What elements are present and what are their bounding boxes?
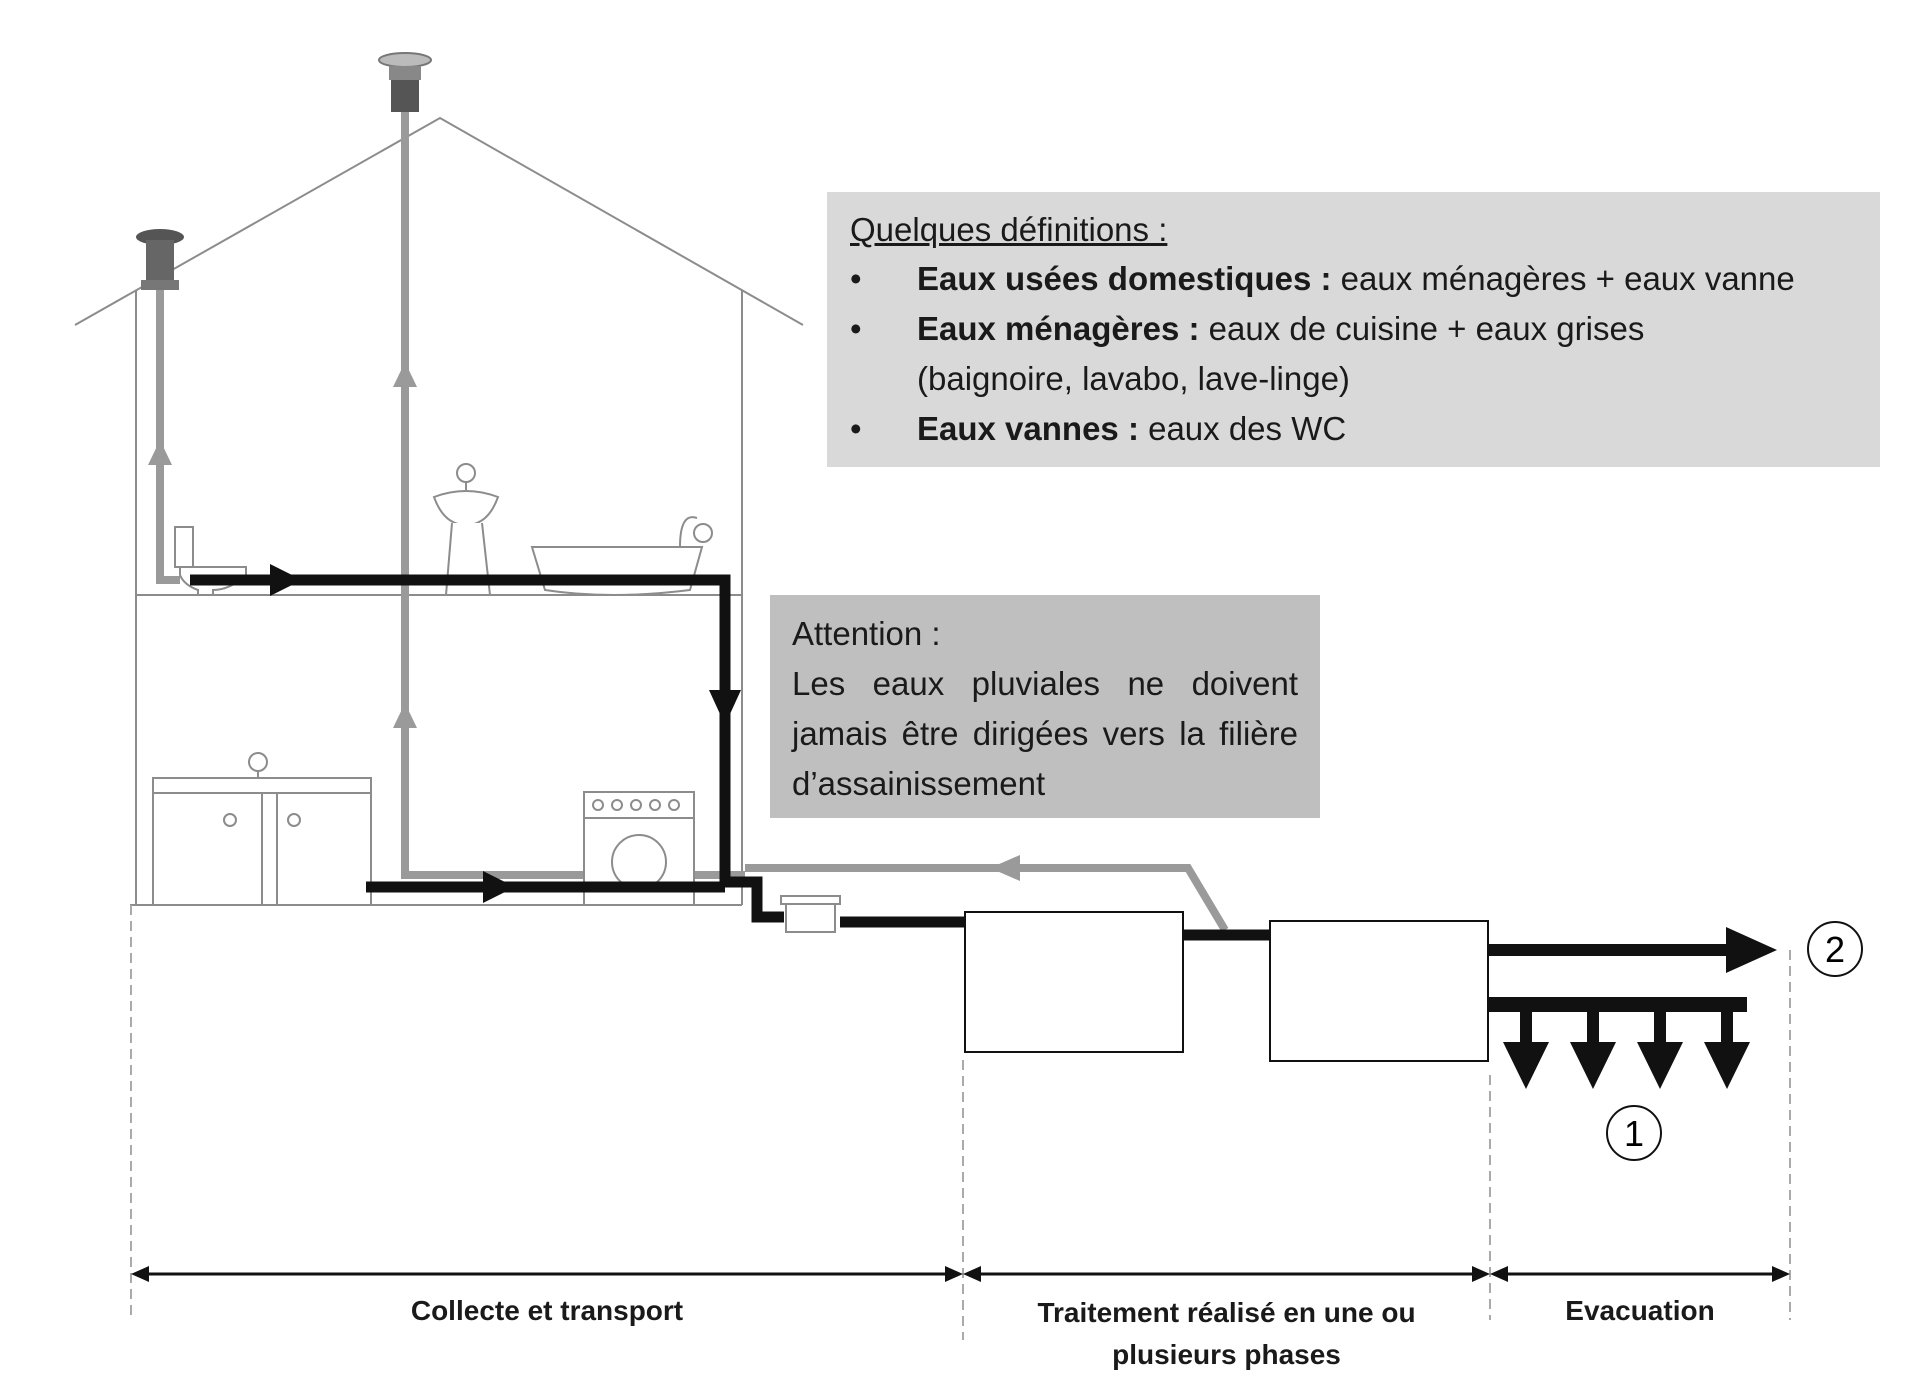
arrow-down-icon — [1637, 1042, 1683, 1089]
bullet: • — [850, 310, 862, 347]
phase-label-evacuation: Evacuation — [1565, 1295, 1715, 1326]
phase-label-collect: Collecte et transport — [410, 1295, 684, 1326]
vent-arrows — [148, 362, 417, 728]
roof — [74, 116, 804, 326]
arrow-down-icon — [1570, 1042, 1616, 1089]
arrow-right-icon — [483, 871, 515, 903]
definition-text-cont: (baignoire, lavabo, lave-linge) — [917, 360, 1350, 397]
sink-icon — [432, 463, 500, 596]
arrow-up-icon — [393, 703, 417, 728]
attention-title: Attention : — [792, 615, 941, 652]
evacuation-outlet — [1488, 927, 1777, 973]
definition-item: • Eaux usées domestiques : eaux ménagère… — [850, 254, 1860, 304]
arrow-left-icon — [990, 855, 1020, 881]
definition-term: Eaux ménagères : — [917, 310, 1200, 347]
phase-dividers — [130, 905, 1791, 1340]
vent-cap-center-icon — [378, 52, 432, 112]
definitions-box: Quelques définitions : • Eaux usées dome… — [827, 192, 1880, 467]
arrow-down-icon — [1704, 1042, 1750, 1089]
definition-item: • Eaux vannes : eaux des WC — [850, 404, 1860, 454]
definition-term: Eaux usées domestiques : — [917, 260, 1332, 297]
kitchen-cabinet-icon — [152, 752, 372, 906]
arrow-down-icon — [709, 690, 741, 725]
definition-text: eaux de cuisine + eaux grises — [1199, 310, 1645, 347]
arrow-right-icon — [270, 564, 302, 596]
arrow-up-icon — [148, 440, 172, 465]
grey-return-pipe — [745, 864, 1229, 933]
phase-label-treatment: Traitement réalisé en une ou plusieurs p… — [963, 1292, 1490, 1376]
phase-label-treatment-l2: plusieurs phases — [1112, 1339, 1341, 1370]
arrow-down-icon — [1503, 1042, 1549, 1089]
definition-item: • Eaux ménagères : eaux de cuisine + eau… — [850, 304, 1860, 404]
manhole-icon — [780, 895, 841, 933]
phase-label-treatment-l1: Traitement réalisé en une ou — [1037, 1297, 1416, 1328]
arrow-up-icon — [393, 362, 417, 387]
bullet: • — [850, 260, 862, 297]
definition-text: eaux des WC — [1138, 410, 1347, 447]
vent-cap-left-icon — [136, 229, 184, 290]
svg-text:2: 2 — [1825, 929, 1845, 970]
arrow-right-icon — [1726, 927, 1777, 973]
definition-text: eaux ménagères + eaux vanne — [1331, 260, 1795, 297]
bullet: • — [850, 410, 862, 447]
attention-text: Les eaux pluviales ne doivent jamais êtr… — [792, 665, 1298, 802]
svg-text:1: 1 — [1624, 1113, 1644, 1154]
marker-2: 2 — [1807, 921, 1863, 977]
wastewater-arrows — [270, 564, 741, 903]
attention-box: Attention : Les eaux pluviales ne doiven… — [770, 595, 1320, 818]
treatment-tank-2 — [1269, 920, 1489, 1062]
phase-arrows — [131, 1266, 1790, 1282]
definitions-title: Quelques définitions : — [850, 211, 1168, 248]
definition-term: Eaux vannes : — [917, 410, 1139, 447]
infiltration-outlet — [1488, 997, 1750, 1089]
marker-1: 1 — [1606, 1105, 1662, 1161]
wastewater-pipes — [190, 574, 1270, 941]
treatment-tank-1 — [964, 911, 1184, 1053]
